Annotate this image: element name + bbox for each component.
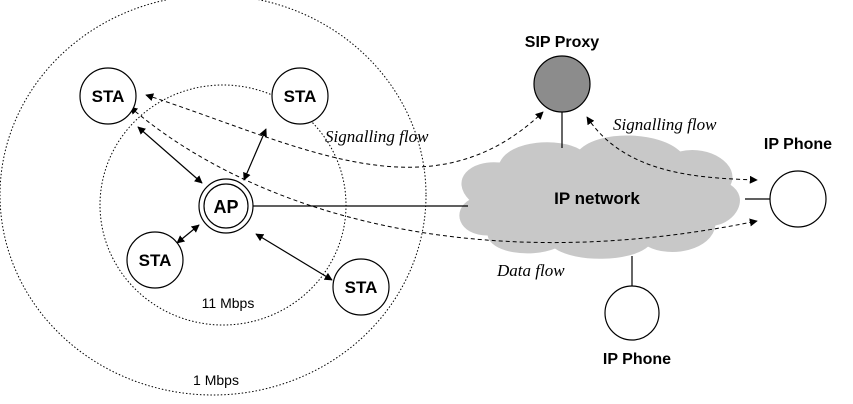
sta-top-left-label: STA [92,87,125,106]
sip-proxy-node [533,55,591,113]
sta-top-left-ap-arrow [137,126,203,184]
rate-11mbps-label: 11 Mbps [202,295,255,311]
ap-node: AP [198,178,254,234]
sta-bottom-right-node: STA [332,258,390,316]
signalling-flow-right-label: Signalling flow [613,115,717,134]
ip-phone-right-label: IP Phone [764,136,832,153]
sta-bottom-left-node: STA [126,231,184,289]
signalling-flow-left-label: Signalling flow [325,127,429,146]
sta-bottom-right-ap-arrow [255,233,333,281]
data-flow-arrow [129,106,758,244]
ip-phone-right-node [769,170,827,228]
ip-network-label: IP network [554,189,640,208]
sta-top-right-label: STA [284,87,317,106]
sta-bottom-right-label: STA [345,278,378,297]
sta-bottom-left-label: STA [139,251,172,270]
data-flow-label: Data flow [496,261,565,280]
sta-top-right-ap-arrow [243,128,267,181]
sta-top-left-node: STA [79,67,137,125]
sta-top-right-node: STA [271,67,329,125]
ip-phone-bottom-label: IP Phone [603,351,671,368]
ap-label: AP [213,197,238,217]
sta-bottom-left-ap-arrow [176,224,200,244]
rate-1mbps-label: 1 Mbps [193,372,239,388]
ip-phone-bottom-node [604,285,660,341]
sip-proxy-label: SIP Proxy [525,34,600,51]
